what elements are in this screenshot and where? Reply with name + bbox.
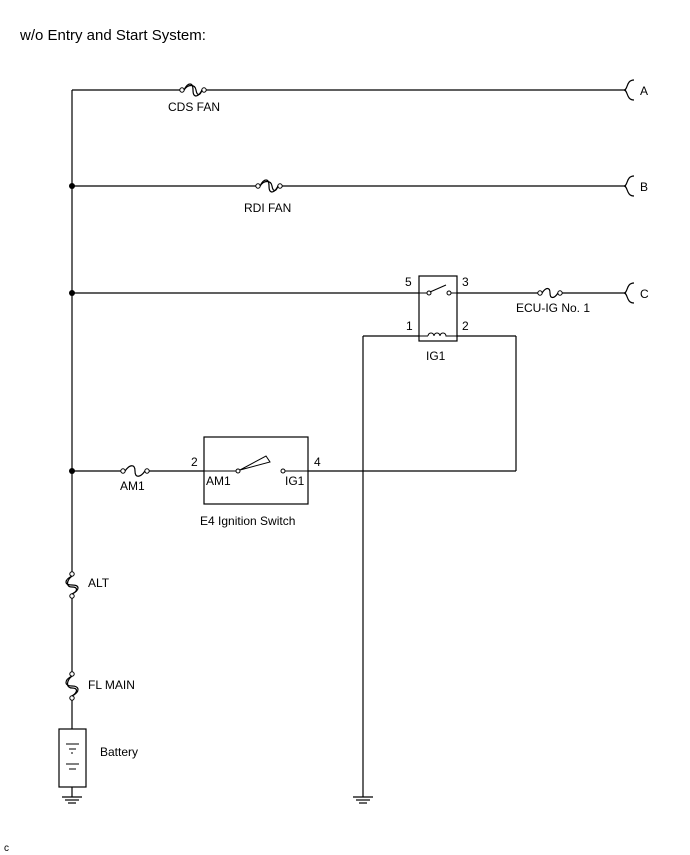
am1-fuse-label: AM1 <box>120 479 145 493</box>
relay-pin-5: 5 <box>405 275 412 289</box>
ignition-pin-in: 2 <box>191 455 198 469</box>
battery-ground-icon <box>62 787 82 804</box>
relay-name-label: IG1 <box>426 349 446 363</box>
connector-c-label: C <box>640 287 649 301</box>
diagram-title: w/o Entry and Start System: <box>19 27 206 44</box>
relay-ground-icon <box>353 796 373 804</box>
ignition-switch-contact-icon <box>239 455 271 471</box>
alt-fuse-label: ALT <box>88 576 110 590</box>
ignition-switch: AM1 IG1 2 4 E4 Ignition Switch <box>191 436 321 528</box>
rdi-fan-label: RDI FAN <box>244 201 291 215</box>
alt-fuse-icon <box>65 571 79 599</box>
ignition-ig1-label: IG1 <box>285 474 305 488</box>
relay-pin-3: 3 <box>462 275 469 289</box>
relay-pin-2: 2 <box>462 319 469 333</box>
ig1-relay: 5 3 1 2 IG1 <box>405 275 469 363</box>
connector-b-label: B <box>640 180 648 194</box>
line-b: RDI FAN B <box>69 175 648 215</box>
line-c: ECU-IG No. 1 C <box>69 282 649 315</box>
connector-a-bracket-icon <box>623 79 635 101</box>
am1-fuse-icon <box>120 465 150 477</box>
connector-a-label: A <box>640 84 648 98</box>
relay-switch-icon <box>429 284 447 293</box>
fl-main-fuse-icon <box>65 671 79 701</box>
cds-fan-label: CDS FAN <box>168 100 220 114</box>
battery-icon <box>58 728 87 788</box>
ignition-pin-out: 4 <box>314 455 321 469</box>
relay-coil-icon <box>427 332 448 337</box>
corner-mark: c <box>4 843 9 854</box>
ecu-ig-no1-label: ECU-IG No. 1 <box>516 301 590 315</box>
battery-label: Battery <box>100 745 138 759</box>
rdi-fan-fuse-icon <box>255 179 283 193</box>
line-a: CDS FAN A <box>72 79 648 114</box>
fl-main-fuse-label: FL MAIN <box>88 678 135 692</box>
connector-c-bracket-icon <box>623 282 635 304</box>
line-am1: AM1 <box>69 465 204 493</box>
cds-fan-fuse-icon <box>179 83 207 97</box>
ignition-am1-label: AM1 <box>206 474 231 488</box>
connector-b-bracket-icon <box>623 175 635 197</box>
ignition-switch-label: E4 Ignition Switch <box>200 514 295 528</box>
ecu-ig-fuse-icon <box>537 287 563 299</box>
relay-pin-1: 1 <box>406 319 413 333</box>
